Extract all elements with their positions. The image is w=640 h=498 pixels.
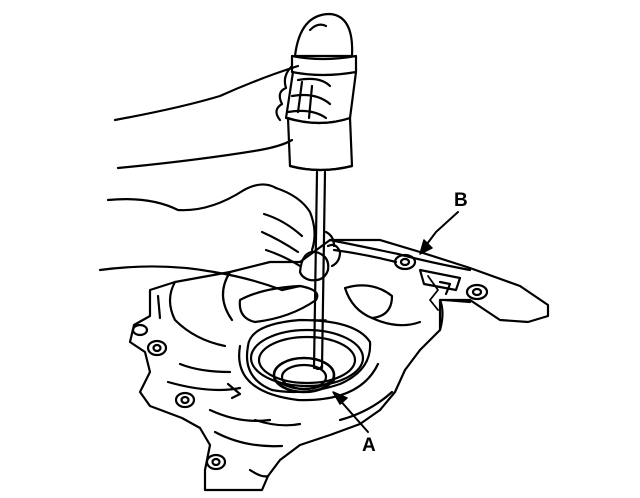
- callout-label-a: A: [362, 435, 376, 456]
- transmission-housing: [128, 238, 550, 492]
- callout-label-b: B: [454, 190, 468, 211]
- oil-seal: [272, 356, 336, 394]
- callout-arrow-b: [419, 211, 459, 255]
- callout-arrow-a: [332, 391, 369, 433]
- drift-rod-icon: [311, 170, 327, 371]
- bearing-bore: [238, 318, 380, 402]
- hammer-icon: [284, 12, 358, 172]
- hand-icon: [98, 183, 342, 292]
- hand-icon: [113, 64, 332, 170]
